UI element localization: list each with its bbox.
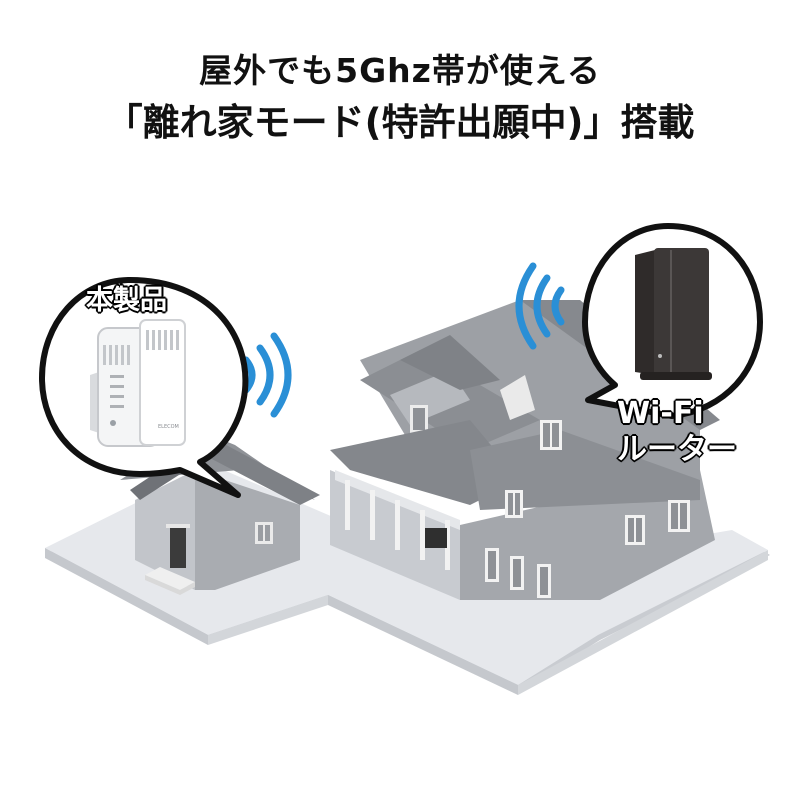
- router-callout-bubble: [582, 223, 763, 419]
- device-brand-text: ELECOM: [158, 424, 179, 430]
- dormer-window-right: [500, 375, 535, 420]
- front-door: [425, 528, 447, 548]
- upper-window: [505, 490, 523, 518]
- wifi-waves-left-icon: [242, 332, 292, 418]
- router-label-line-1: Wi-Fi: [617, 396, 704, 431]
- headline-line-1: 屋外でも5Ghz帯が使える: [199, 51, 601, 90]
- main-house: [330, 300, 720, 600]
- small-house: [120, 430, 320, 595]
- small-house-steps: [145, 567, 195, 590]
- router-label-line-2: ルーター: [617, 432, 737, 467]
- product-callout-bubble: ELECOM: [39, 277, 249, 498]
- wifi-waves-right-icon: [515, 262, 565, 350]
- small-house-door: [170, 528, 186, 568]
- headline-line-2: 「離れ家モード(特許出願中)」搭載: [105, 101, 695, 144]
- wifi-router-device: [635, 248, 712, 380]
- small-house-window: [255, 522, 273, 544]
- range-extender-device: ELECOM: [90, 319, 186, 447]
- router-label: Wi-Fi ルーター: [617, 396, 737, 468]
- product-label: 本製品: [86, 285, 167, 316]
